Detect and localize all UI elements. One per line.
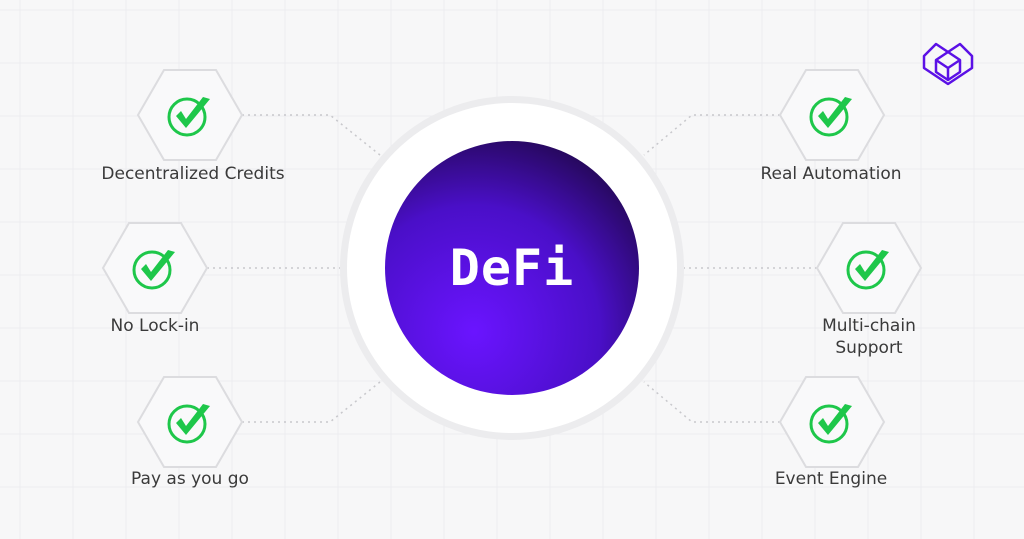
feature-hexagon <box>136 69 244 161</box>
logo-icon <box>922 42 974 86</box>
defi-circle <box>385 141 639 395</box>
check-circle-icon <box>846 250 889 290</box>
connectors <box>207 114 817 423</box>
check-circle-icon <box>167 97 210 137</box>
defi-title: DeFi <box>449 239 575 297</box>
feature-label-pay-as-you-go: Pay as you go <box>131 469 249 489</box>
feature-label-real-automation: Real Automation <box>760 164 902 184</box>
feature-hexagon <box>778 69 886 161</box>
feature-label-decentralized-credits: Decentralized Credits <box>101 164 285 184</box>
feature-hexagon <box>101 222 209 314</box>
check-circle-icon <box>809 97 852 137</box>
feature-hexagon <box>136 376 244 468</box>
feature-label-multi-chain-support: Multi-chain Support <box>822 316 916 358</box>
check-circle-icon <box>132 250 175 290</box>
feature-label-event-engine: Event Engine <box>774 469 888 489</box>
feature-hexagon <box>815 222 923 314</box>
check-circle-icon <box>809 404 852 444</box>
feature-label-no-lock-in: No Lock-in <box>110 316 200 336</box>
feature-hexagon <box>778 376 886 468</box>
check-circle-icon <box>167 404 210 444</box>
